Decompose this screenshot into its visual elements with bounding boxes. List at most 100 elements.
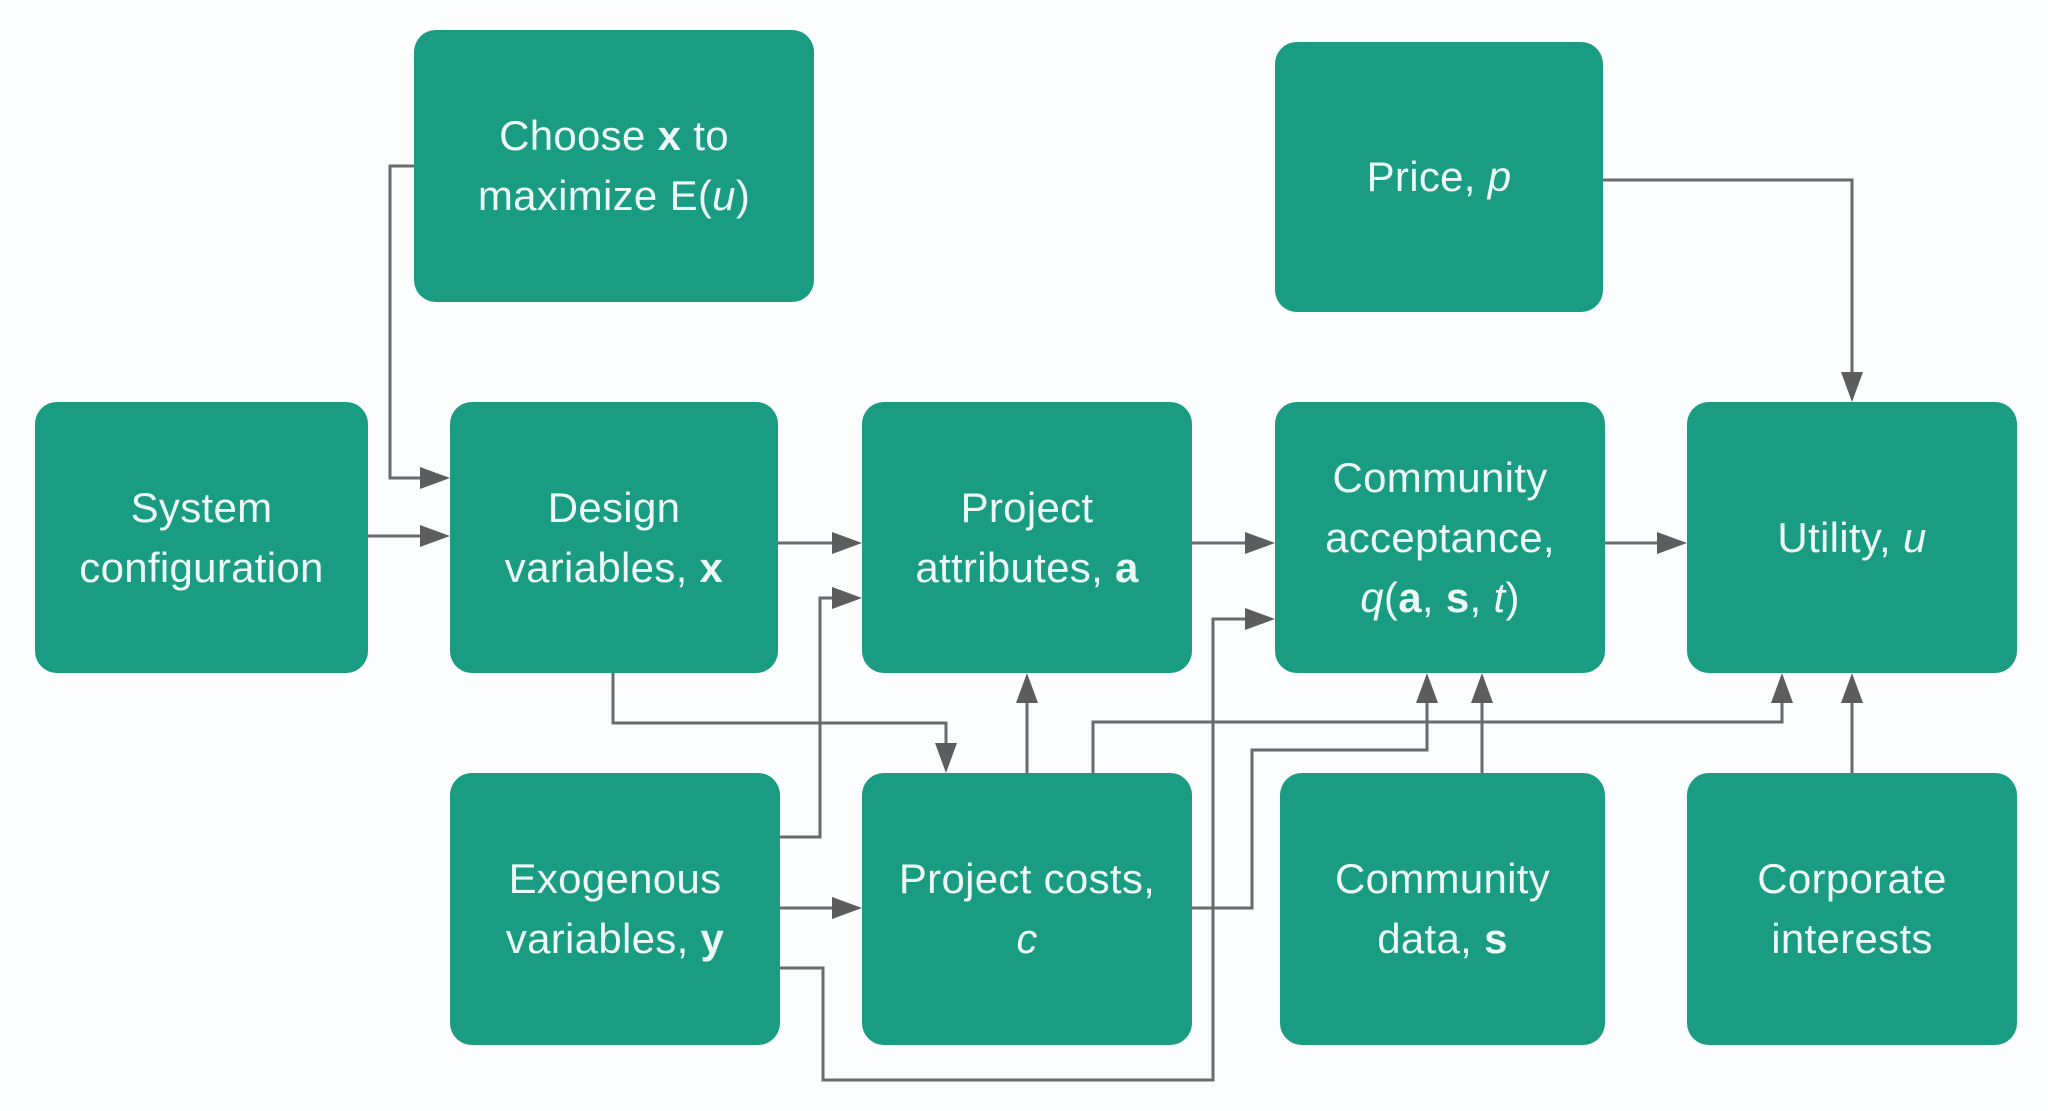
label-segment: data, (1377, 915, 1485, 962)
label-line: configuration (79, 538, 323, 598)
label-line: data, s (1335, 909, 1550, 969)
node-label-exogenous-variables: Exogenous variables, y (506, 849, 724, 969)
node-project-attributes: Project attributes, a (862, 402, 1192, 673)
edge-project-costs--utility (1091, 703, 1784, 773)
label-segment: u (712, 172, 736, 219)
label-segment: variables, (505, 915, 701, 962)
arrowhead-exogenous-variables--project-costs (832, 897, 862, 919)
label-segment: , (1469, 573, 1494, 621)
label-segment: Community (1334, 855, 1551, 902)
arrowhead-project-costs--project-attributes (1016, 673, 1038, 703)
label-segment: x (699, 543, 724, 591)
label-line: Project (915, 478, 1138, 538)
node-label-community-acceptance: Community acceptance, q(a, s, t) (1325, 448, 1555, 628)
label-segment: c (1016, 915, 1038, 962)
edge-exogenous-variables--project-attributes (780, 596, 832, 839)
label-line: Corporate (1757, 849, 1946, 909)
label-segment: a (1398, 573, 1422, 621)
label-segment: Exogenous (508, 855, 722, 902)
node-community-data: Community data, s (1280, 773, 1605, 1045)
node-system-configuration: System configuration (35, 402, 368, 673)
arrowhead-project-costs--utility (1771, 673, 1793, 703)
label-line: Exogenous (506, 849, 724, 909)
label-segment: u (1902, 513, 1927, 561)
edge-project-costs--community-acceptance (1192, 703, 1429, 910)
label-segment: System (130, 483, 273, 531)
arrowhead-exogenous-variables--community-acceptance (1245, 608, 1275, 630)
label-segment: Design (547, 483, 681, 531)
edge-choose-x--design-variables (388, 164, 420, 480)
node-price: Price, p (1275, 42, 1603, 312)
label-segment: configuration (79, 543, 324, 591)
label-line: variables, y (506, 909, 724, 969)
label-line: variables, x (505, 538, 723, 598)
label-segment: x (657, 112, 682, 159)
node-label-community-data: Community data, s (1335, 849, 1550, 969)
label-segment: Project costs, (898, 855, 1156, 902)
label-segment: t (1493, 573, 1506, 621)
label-segment: Choose (499, 112, 658, 159)
label-line: Price, p (1367, 147, 1512, 207)
arrowhead-community-acceptance--utility (1657, 532, 1687, 554)
edge-design-variables--project-costs (611, 673, 948, 743)
arrowhead-design-variables--project-costs (935, 743, 957, 773)
label-line: interests (1757, 909, 1946, 969)
label-segment: ( (1383, 573, 1399, 621)
node-label-price: Price, p (1367, 147, 1512, 207)
arrowhead-exogenous-variables--project-attributes (832, 587, 862, 609)
label-segment: ) (1505, 573, 1520, 621)
arrowhead-system-configuration--design-variables (420, 525, 450, 547)
label-line: attributes, a (915, 538, 1138, 598)
node-corporate-interests: Corporate interests (1687, 773, 2017, 1045)
label-segment: Corporate (1757, 855, 1947, 902)
arrowhead-price--utility (1841, 372, 1863, 402)
arrowhead-project-attributes--community-acceptance (1245, 532, 1275, 554)
label-segment: , (1421, 573, 1446, 621)
label-segment: Price, (1366, 153, 1488, 200)
label-segment: y (700, 915, 725, 962)
node-label-project-costs: Project costs, c (899, 849, 1155, 969)
node-label-corporate-interests: Corporate interests (1757, 849, 1946, 969)
node-exogenous-variables: Exogenous variables, y (450, 773, 780, 1045)
node-community-acceptance: Community acceptance, q(a, s, t) (1275, 402, 1605, 673)
label-segment: Utility, (1777, 513, 1903, 561)
label-line: q(a, s, t) (1325, 568, 1555, 628)
arrowhead-corporate-interests--utility (1841, 673, 1863, 703)
arrowhead-project-costs--community-acceptance (1416, 673, 1438, 703)
arrowhead-choose-x--design-variables (420, 467, 450, 489)
node-project-costs: Project costs, c (862, 773, 1192, 1045)
label-segment: maximize E( (477, 172, 713, 219)
label-line: Choose x to (478, 106, 750, 166)
label-segment: s (1445, 573, 1470, 621)
label-line: acceptance, (1325, 508, 1555, 568)
label-line: System (79, 478, 323, 538)
label-line: maximize E(u) (478, 166, 750, 226)
arrowhead-community-data--community-acceptance (1471, 673, 1493, 703)
node-label-design-variables: Design variables, x (505, 478, 723, 598)
label-segment: interests (1771, 915, 1933, 962)
node-label-system-configuration: System configuration (79, 478, 323, 598)
label-segment: s (1484, 915, 1508, 962)
label-segment: Project (960, 483, 1094, 531)
label-line: c (899, 909, 1155, 969)
label-segment: to (681, 112, 729, 159)
label-line: Design (505, 478, 723, 538)
label-segment: acceptance, (1325, 513, 1555, 561)
edge-exogenous-variables--community-acceptance (780, 617, 1245, 1082)
label-segment: ) (735, 172, 751, 219)
node-design-variables: Design variables, x (450, 402, 778, 673)
label-line: Community (1325, 448, 1555, 508)
label-line: Utility, u (1777, 508, 1926, 568)
label-line: Project costs, (899, 849, 1155, 909)
node-label-utility: Utility, u (1777, 508, 1926, 568)
label-line: Community (1335, 849, 1550, 909)
arrowhead-design-variables--project-attributes (832, 532, 862, 554)
label-segment: variables, (504, 543, 700, 591)
edge-price--utility (1603, 178, 1854, 372)
label-segment: Community (1332, 453, 1548, 501)
node-utility: Utility, u (1687, 402, 2017, 673)
